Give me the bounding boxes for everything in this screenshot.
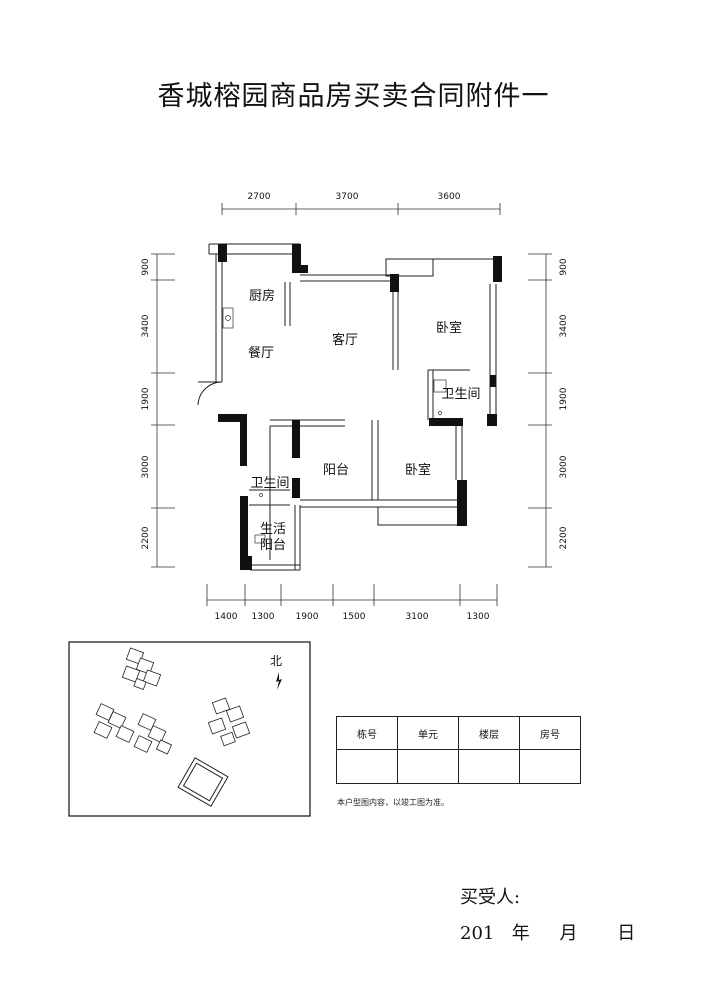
building-cluster-3: [207, 697, 251, 747]
dim-bottom-1: 1400: [215, 612, 238, 622]
dim-right-5: 2200: [559, 526, 569, 549]
room-label-bedroom-north: 卧室: [436, 320, 462, 336]
dim-right-4: 3000: [559, 455, 569, 478]
date-year: 201: [460, 923, 495, 944]
dim-left-5: 2200: [141, 526, 151, 549]
dim-left-1: 900: [141, 258, 151, 275]
north-arrow-icon: [276, 672, 282, 690]
table-row: [336, 749, 581, 784]
dim-bottom-4: 1500: [343, 612, 366, 622]
dim-top-1: 2700: [248, 192, 271, 202]
structural-columns: [218, 244, 502, 570]
fixtures: [222, 307, 447, 544]
table-header-room: 房号: [519, 716, 581, 750]
date-year-unit: 年: [511, 923, 530, 944]
dim-right-2: 3400: [559, 314, 569, 337]
room-label-dining: 餐厅: [248, 345, 274, 361]
date-day-unit: 日: [617, 923, 636, 944]
dim-left-3: 1900: [141, 387, 151, 410]
room-label-bath-west: 卫生间: [250, 476, 289, 491]
table-header-building: 栋号: [336, 716, 398, 750]
table-cell-floor[interactable]: [458, 749, 520, 784]
room-label-utility-line1: 生活: [260, 522, 286, 537]
dim-bottom-6: 1300: [467, 612, 490, 622]
dim-bottom-2: 1300: [252, 612, 275, 622]
table-cell-unit[interactable]: [397, 749, 459, 784]
site-plan: 北: [68, 641, 311, 817]
room-label-utility-line2: 阳台: [260, 538, 286, 553]
table-header-floor: 楼层: [458, 716, 520, 750]
room-label-balcony: 阳台: [323, 463, 349, 478]
table-note: 本户型图内容，以竣工图为准。: [337, 798, 449, 807]
table-header-unit: 单元: [397, 716, 459, 750]
dim-top-2: 3700: [336, 192, 359, 202]
signature-date: 201 年 月 日: [460, 919, 635, 945]
table-cell-room[interactable]: [519, 749, 581, 784]
dim-left-2: 3400: [141, 314, 151, 337]
table-header-row: 栋号 单元 楼层 房号: [336, 716, 581, 750]
room-label-bath-east: 卫生间: [441, 387, 480, 402]
room-label-kitchen: 厨房: [249, 288, 275, 304]
building-block-4: [177, 757, 229, 807]
dim-right-1: 900: [559, 258, 569, 275]
dim-bottom-3: 1900: [296, 612, 319, 622]
dimension-lines: [151, 203, 552, 606]
date-month-unit: 月: [559, 923, 578, 944]
document-title: 香城榕园商品房买卖合同附件一: [157, 81, 550, 112]
building-cluster-2: [93, 703, 173, 755]
dim-left-4: 3000: [141, 455, 151, 478]
table-cell-building[interactable]: [336, 749, 398, 784]
building-cluster-1: [121, 647, 162, 690]
dim-bottom-5: 3100: [406, 612, 429, 622]
unit-info-table: 栋号 单元 楼层 房号: [336, 716, 581, 784]
room-label-living: 客厅: [332, 332, 358, 348]
room-label-bedroom-south: 卧室: [405, 462, 431, 478]
north-label: 北: [270, 654, 282, 668]
dim-top-3: 3600: [438, 192, 461, 202]
buyer-label: 买受人:: [460, 887, 521, 908]
dim-right-3: 1900: [559, 387, 569, 410]
